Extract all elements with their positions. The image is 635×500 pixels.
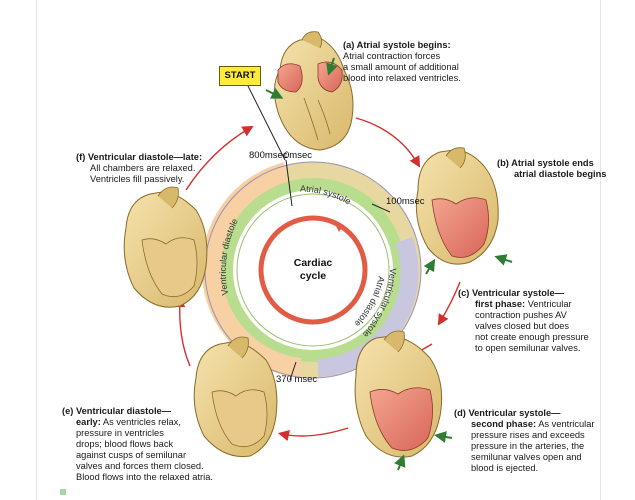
start-label: START xyxy=(219,66,261,86)
cycle-arrow-d-to-e xyxy=(282,428,348,436)
center-label-line2: cycle xyxy=(300,270,326,282)
tick-0-msec: 0msec xyxy=(284,150,312,161)
corner-marker xyxy=(60,489,66,495)
caption-a: (a) Atrial systole begins: Atrial contra… xyxy=(343,40,493,84)
cycle-arrow-e-to-f xyxy=(180,300,190,366)
caption-f: (f) Ventricular diastole—late: All chamb… xyxy=(76,152,226,185)
tick-800-msec: 800msec xyxy=(249,150,288,161)
heart-illustration-f xyxy=(124,187,207,307)
caption-e: (e) Ventricular diastole— early: As vent… xyxy=(62,406,224,483)
green-arrow-icon xyxy=(398,460,402,470)
green-arrow-icon xyxy=(440,436,452,438)
cycle-arrow-b-to-c xyxy=(440,282,460,322)
heart-illustration-a xyxy=(266,32,353,150)
cycle-arrow-a-to-b xyxy=(356,118,418,164)
heart-illustration-d xyxy=(355,331,452,470)
tick-100-msec: 100msec xyxy=(386,196,425,207)
tick-370-msec: 370 msec xyxy=(276,374,317,385)
caption-b: (b) Atrial systole ends atrial diastole … xyxy=(497,158,607,180)
center-label-line1: Cardiac xyxy=(294,257,333,269)
caption-c: (c) Ventricular systole— first phase: Ve… xyxy=(458,288,598,354)
green-arrow-icon xyxy=(500,258,512,262)
caption-d: (d) Ventricular systole— second phase: A… xyxy=(454,408,596,474)
green-arrow-icon xyxy=(426,264,432,274)
